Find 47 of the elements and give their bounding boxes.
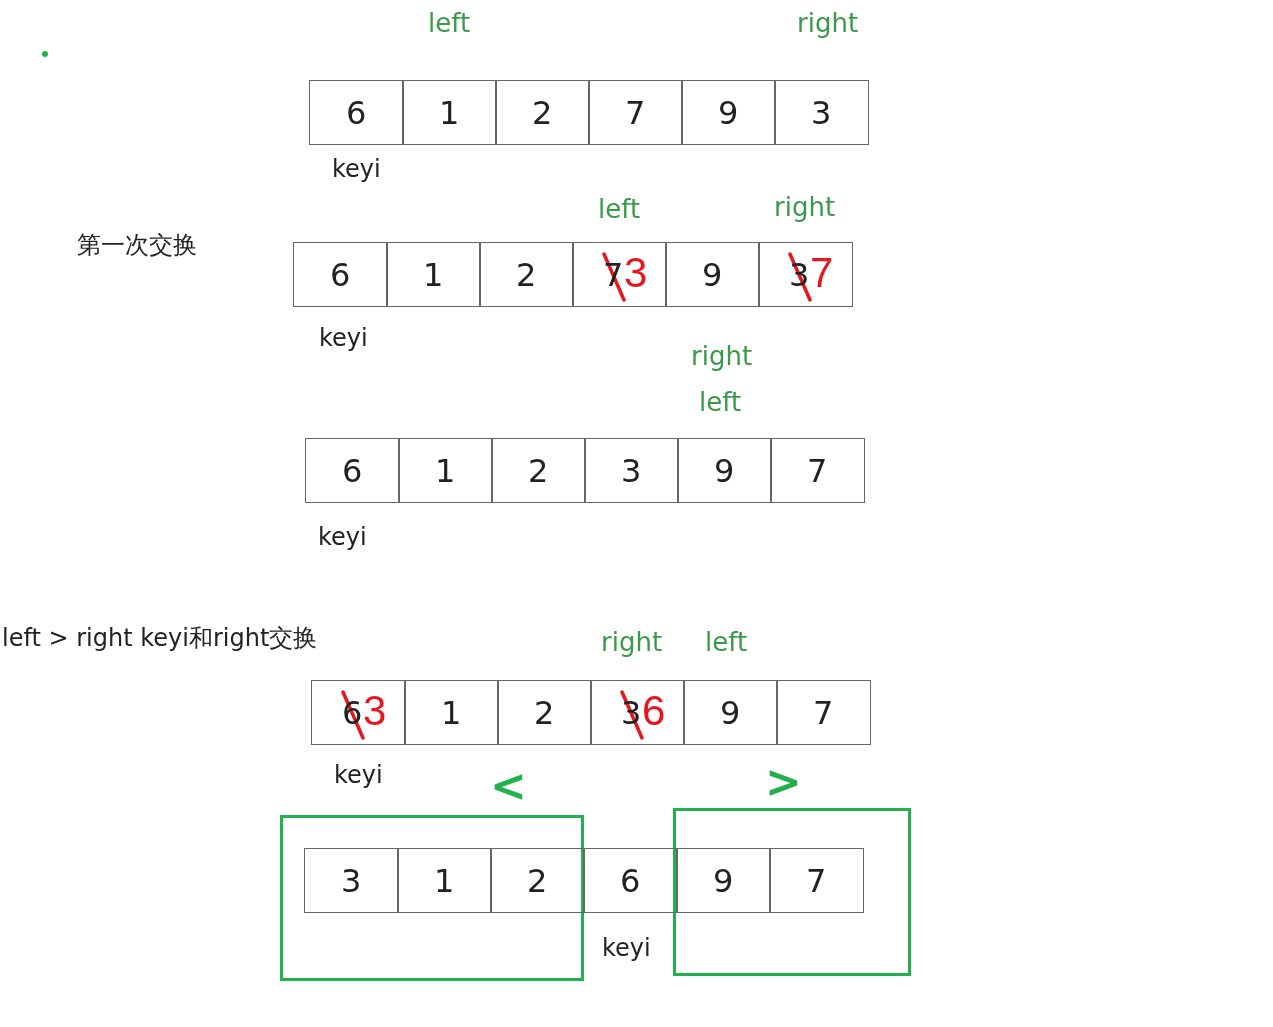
text-label: keyi (319, 326, 368, 350)
array-cell: 7 (770, 438, 865, 503)
array-cell: 6 (583, 848, 678, 913)
array-cell: 9 (676, 848, 771, 913)
handwritten-digit: 3 (363, 690, 387, 732)
pointer-label: left (705, 629, 748, 655)
array-cell: 2 (479, 242, 574, 307)
pointer-label: right (691, 343, 753, 369)
handwritten-digit: 7 (810, 252, 834, 294)
array-cell: 2 (491, 438, 586, 503)
text-label: keyi (318, 525, 367, 549)
array-cell: 7 (588, 80, 683, 145)
handwritten-digit: 3 (624, 252, 648, 294)
array-cell: 1 (386, 242, 481, 307)
text-label: keyi (602, 936, 651, 960)
array-cell: 7 (769, 848, 864, 913)
pointer-label: left (598, 196, 641, 222)
array-cell: 9 (681, 80, 776, 145)
pointer-label: right (797, 10, 859, 36)
array-cell: 3 (584, 438, 679, 503)
array-cell: 9 (665, 242, 760, 307)
array-cell: 6 (305, 438, 400, 503)
array-cell: 2 (495, 80, 590, 145)
text-label: keyi (332, 157, 381, 181)
handwritten-mark: > (765, 760, 802, 804)
array-cell: 9 (683, 680, 778, 745)
text-label: left > right keyi和right交换 (2, 626, 318, 650)
array-cell: 9 (677, 438, 772, 503)
pointer-label: right (601, 629, 663, 655)
array-cell: 6 (309, 80, 404, 145)
array-cell: 3 (304, 848, 399, 913)
array-cell: 1 (398, 438, 493, 503)
array-cell: 1 (402, 80, 497, 145)
text-label: 第一次交换 (77, 233, 197, 257)
array-cell: 3 (774, 80, 869, 145)
array-cell: 1 (404, 680, 499, 745)
pointer-label: left (699, 389, 742, 415)
array-cell: 2 (497, 680, 592, 745)
array-cell: 2 (490, 848, 585, 913)
array-cell: 6 (293, 242, 388, 307)
array-cell: 7 (776, 680, 871, 745)
array-cell: 1 (397, 848, 492, 913)
pointer-label: right (774, 194, 836, 220)
pointer-label: left (428, 10, 471, 36)
handwritten-digit: 6 (642, 690, 666, 732)
text-label: keyi (334, 763, 383, 787)
handwritten-mark: < (490, 764, 527, 808)
